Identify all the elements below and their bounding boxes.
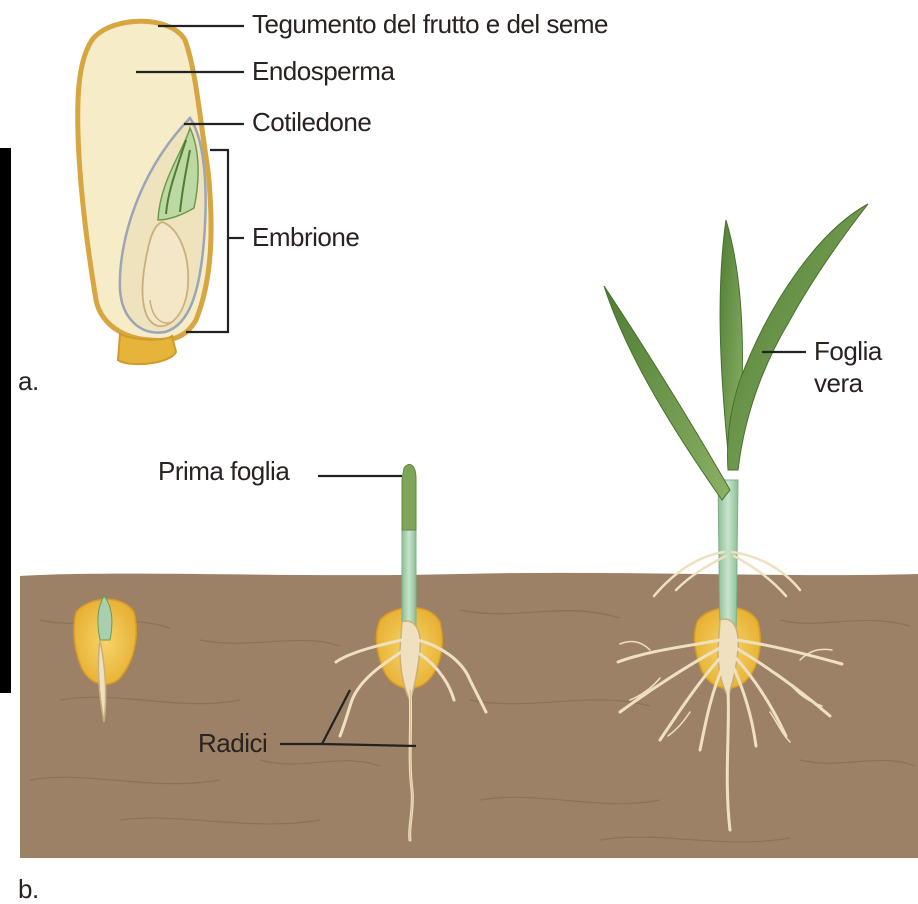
label-seed-coat: Tegumento del frutto e del seme	[252, 9, 608, 39]
label-endosperm: Endosperma	[252, 56, 395, 86]
label-roots: Radici	[198, 728, 267, 758]
label-cotyledon: Cotiledone	[252, 107, 371, 137]
first-leaf	[402, 464, 416, 530]
label-first-leaf: Prima foglia	[158, 456, 290, 486]
label-true-leaf-2: vera	[814, 368, 864, 398]
soil	[20, 573, 918, 858]
label-true-leaf-1: Foglia	[814, 336, 883, 366]
panel-b-letter: b.	[18, 874, 39, 904]
true-leaf-left	[604, 286, 730, 500]
label-embryo: Embrione	[252, 222, 359, 252]
panel-a-letter: a.	[18, 366, 39, 396]
seed-tip	[118, 334, 176, 364]
left-edge-bar	[0, 148, 11, 693]
